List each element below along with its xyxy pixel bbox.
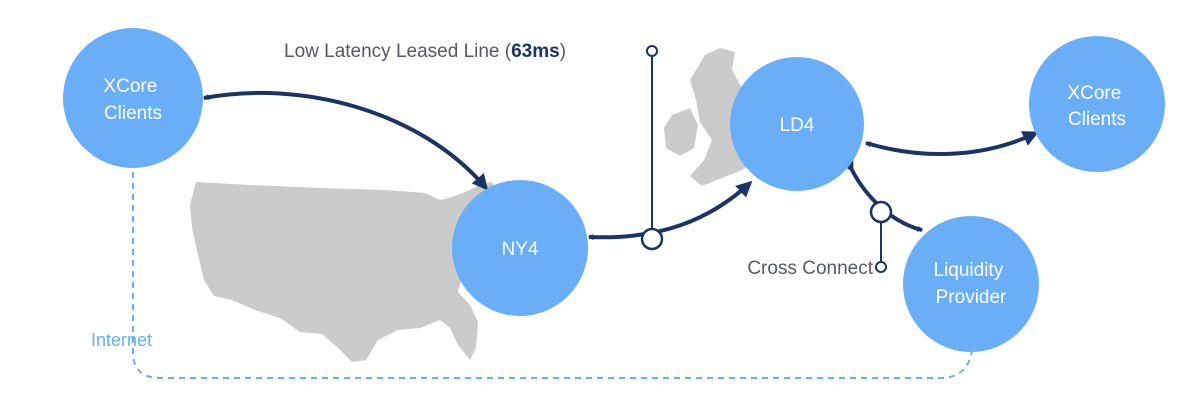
- ld4-label: LD4: [780, 115, 815, 136]
- leased-line-marker: [640, 227, 664, 251]
- ireland-map: [664, 108, 698, 156]
- ld4-node: [730, 57, 864, 191]
- xcore-clients-right-label: XCore Clients: [1067, 83, 1126, 130]
- internet-line: [132, 172, 973, 379]
- arrow-ny4-ld4: [587, 180, 753, 241]
- cross-connect-marker: [869, 200, 893, 224]
- internet-label: Internet: [91, 330, 152, 350]
- arrow-xcore-ny4: [202, 91, 489, 191]
- cross-connect-callout: Cross Connect: [747, 258, 873, 279]
- xcore-clients-right-node: [1029, 36, 1165, 172]
- leased-line-suffix: ): [560, 41, 566, 62]
- leased-line-prefix: Low Latency Leased Line (: [284, 41, 512, 62]
- leased-line-callout: Low Latency Leased Line (63ms): [284, 41, 566, 62]
- leased-line-callout-dot: [646, 45, 658, 57]
- usa-map: [190, 182, 498, 362]
- leased-line-latency: 63ms: [511, 41, 560, 62]
- liquidity-provider-node: [903, 216, 1039, 352]
- liquidity-provider-label: Liquidity Provider: [934, 260, 1009, 308]
- arrow-ld4-xcore: [864, 131, 1039, 156]
- xcore-clients-left-node: [63, 28, 203, 168]
- xcore-clients-left-label: XCore Clients: [103, 76, 162, 124]
- ny4-label: NY4: [502, 239, 539, 260]
- cross-connect-callout-dot: [875, 261, 887, 273]
- ny4-node: [452, 180, 588, 316]
